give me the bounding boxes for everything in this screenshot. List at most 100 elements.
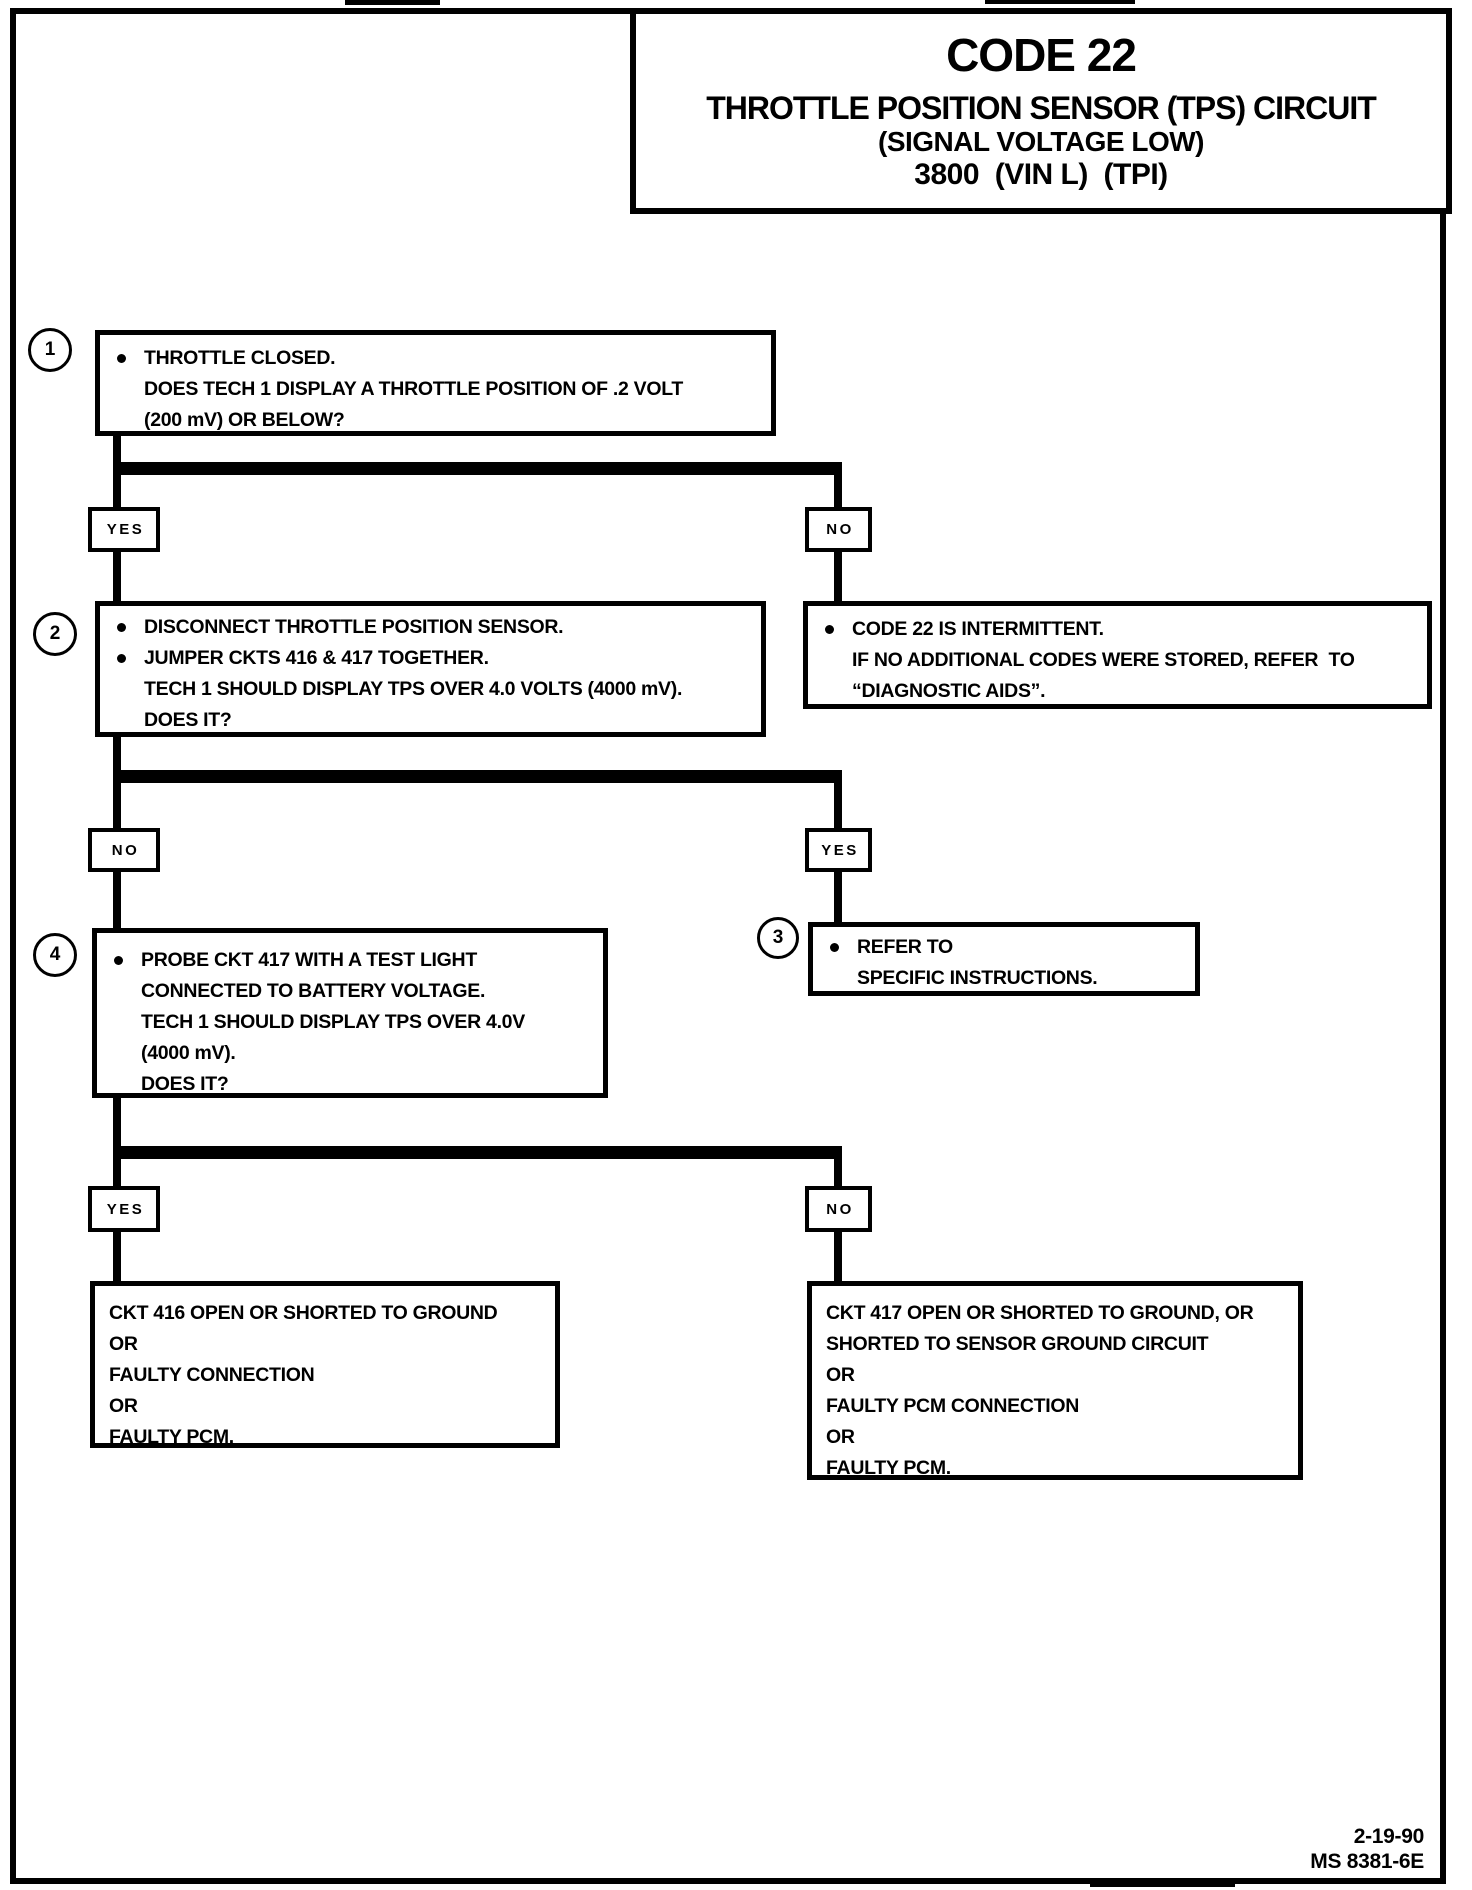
- step-number-3-label: 3: [772, 927, 784, 948]
- step-1-text: (200 mV) OR BELOW?: [144, 409, 345, 431]
- flow-line: DOES IT?: [109, 1069, 597, 1095]
- flow-line: (200 mV) OR BELOW?: [112, 405, 765, 431]
- title-subtitle: THROTTLE POSITION SENSOR (TPS) CIRCUIT: [706, 90, 1377, 126]
- flow-line: PROBE CKT 417 WITH A TEST LIGHT: [109, 945, 597, 976]
- connector-bar: [113, 462, 842, 475]
- step-number-1: 1: [28, 328, 72, 372]
- footer-date: 2-19-90: [1353, 1825, 1425, 1848]
- connector-stem: [834, 776, 842, 828]
- connector-stem: [834, 552, 842, 601]
- flow-line: DOES IT?: [112, 705, 755, 732]
- step-number-4: 4: [33, 933, 77, 977]
- result-417-text: SHORTED TO SENSOR GROUND CIRCUIT: [826, 1333, 1209, 1355]
- flow-line: DOES TECH 1 DISPLAY A THROTTLE POSITION …: [112, 374, 765, 405]
- step-2-box: DISCONNECT THROTTLE POSITION SENSOR. JUM…: [95, 601, 766, 737]
- flow-line: DISCONNECT THROTTLE POSITION SENSOR.: [112, 612, 755, 643]
- step-number-2-label: 2: [49, 623, 61, 644]
- branch1-no-label: NO: [805, 507, 872, 552]
- intermittent-text: IF NO ADDITIONAL CODES WERE STORED, REFE…: [852, 649, 1355, 671]
- connector-stem: [113, 552, 121, 601]
- yes-text: YES: [821, 841, 859, 859]
- title-box: CODE 22 THROTTLE POSITION SENSOR (TPS) C…: [630, 8, 1452, 214]
- step-4-text: CONNECTED TO BATTERY VOLTAGE.: [141, 980, 486, 1002]
- bullet-icon: [112, 612, 144, 643]
- scan-artifact: [1090, 1884, 1235, 1887]
- result-ckt416-box: CKT 416 OPEN OR SHORTED TO GROUND OR FAU…: [90, 1281, 560, 1448]
- result-416-text: CKT 416 OPEN OR SHORTED TO GROUND: [109, 1302, 498, 1324]
- flow-line: TECH 1 SHOULD DISPLAY TPS OVER 4.0V: [109, 1007, 597, 1038]
- flow-line: JUMPER CKTS 416 & 417 TOGETHER.: [112, 643, 755, 674]
- flow-line: SPECIFIC INSTRUCTIONS.: [825, 963, 1189, 991]
- step-3-text: SPECIFIC INSTRUCTIONS.: [857, 967, 1098, 989]
- connector-stem: [834, 1232, 842, 1281]
- connector-stem: [113, 872, 121, 928]
- bullet-icon: [112, 343, 144, 374]
- result-416-text: OR: [109, 1333, 138, 1355]
- result-417-text: OR: [826, 1426, 855, 1448]
- connector-stem: [834, 872, 842, 922]
- page-title: CODE 22: [946, 29, 1137, 81]
- step-number-2: 2: [33, 612, 77, 656]
- connector-stem: [113, 1098, 121, 1186]
- bullet-icon: [825, 932, 857, 963]
- scan-artifact: [985, 0, 1135, 4]
- result-417-text: OR: [826, 1364, 855, 1386]
- flow-line: REFER TO: [825, 932, 1189, 963]
- branch2-no-label: NO: [88, 828, 160, 872]
- branch2-yes-label: YES: [805, 828, 872, 872]
- connector-stem: [834, 468, 842, 507]
- flow-line: TECH 1 SHOULD DISPLAY TPS OVER 4.0 VOLTS…: [112, 674, 755, 705]
- connector-stem: [113, 1232, 121, 1281]
- yes-text: YES: [106, 1200, 145, 1218]
- title-engine: 3800 (VIN L) (TPI): [914, 158, 1168, 191]
- connector-bar: [113, 770, 842, 783]
- result-ckt417-box: CKT 417 OPEN OR SHORTED TO GROUND, OR SH…: [807, 1281, 1303, 1480]
- step-number-1-label: 1: [44, 339, 56, 360]
- step-1-box: THROTTLE CLOSED. DOES TECH 1 DISPLAY A T…: [95, 330, 776, 436]
- step-2-text: DISCONNECT THROTTLE POSITION SENSOR.: [144, 616, 564, 638]
- step-4-box: PROBE CKT 417 WITH A TEST LIGHT CONNECTE…: [92, 928, 608, 1098]
- footer: 2-19-90 MS 8381-6E: [1100, 1824, 1424, 1874]
- intermittent-box: CODE 22 IS INTERMITTENT. IF NO ADDITIONA…: [803, 601, 1432, 709]
- scan-artifact: [345, 0, 440, 5]
- intermittent-text: “DIAGNOSTIC AIDS”.: [852, 680, 1046, 702]
- result-417-text: FAULTY PCM.: [826, 1457, 951, 1479]
- no-text: NO: [826, 1200, 854, 1218]
- flow-line: CODE 22 IS INTERMITTENT.: [820, 614, 1421, 645]
- no-text: NO: [826, 521, 854, 538]
- step-2-text: TECH 1 SHOULD DISPLAY TPS OVER 4.0 VOLTS…: [144, 678, 683, 700]
- step-1-text: THROTTLE CLOSED.: [144, 347, 336, 369]
- flow-line: THROTTLE CLOSED.: [112, 343, 765, 374]
- connector-stem: [834, 1152, 842, 1186]
- connector-bar: [113, 1146, 842, 1159]
- branch3-no-label: NO: [805, 1186, 872, 1232]
- footer-doc-number: MS 8381-6E: [1310, 1850, 1424, 1873]
- step-4-text: PROBE CKT 417 WITH A TEST LIGHT: [141, 949, 477, 971]
- result-416-text: FAULTY PCM.: [109, 1426, 234, 1448]
- step-3-text: REFER TO: [857, 936, 953, 958]
- flow-line: (4000 mV).: [109, 1038, 597, 1069]
- result-417-text: CKT 417 OPEN OR SHORTED TO GROUND, OR: [826, 1302, 1254, 1324]
- step-number-3: 3: [757, 917, 799, 959]
- yes-text: YES: [106, 521, 145, 538]
- bullet-icon: [109, 945, 141, 976]
- flow-line: CONNECTED TO BATTERY VOLTAGE.: [109, 976, 597, 1007]
- branch3-yes-label: YES: [88, 1186, 160, 1232]
- flow-line: IF NO ADDITIONAL CODES WERE STORED, REFE…: [820, 645, 1421, 676]
- branch1-yes-label: YES: [88, 507, 160, 552]
- step-4-text: DOES IT?: [141, 1073, 229, 1095]
- step-2-text: JUMPER CKTS 416 & 417 TOGETHER.: [144, 647, 489, 669]
- step-3-box: REFER TO SPECIFIC INSTRUCTIONS.: [808, 922, 1200, 996]
- intermittent-text: CODE 22 IS INTERMITTENT.: [852, 618, 1104, 640]
- bullet-icon: [820, 614, 852, 645]
- title-condition: (SIGNAL VOLTAGE LOW): [878, 126, 1204, 157]
- no-text: NO: [111, 841, 140, 859]
- step-4-text: (4000 mV).: [141, 1042, 236, 1064]
- result-416-text: OR: [109, 1395, 138, 1417]
- bullet-icon: [112, 643, 144, 674]
- flow-line: “DIAGNOSTIC AIDS”.: [820, 676, 1421, 704]
- step-number-4-label: 4: [49, 944, 61, 965]
- result-417-text: FAULTY PCM CONNECTION: [826, 1395, 1079, 1417]
- step-2-text: DOES IT?: [144, 709, 232, 731]
